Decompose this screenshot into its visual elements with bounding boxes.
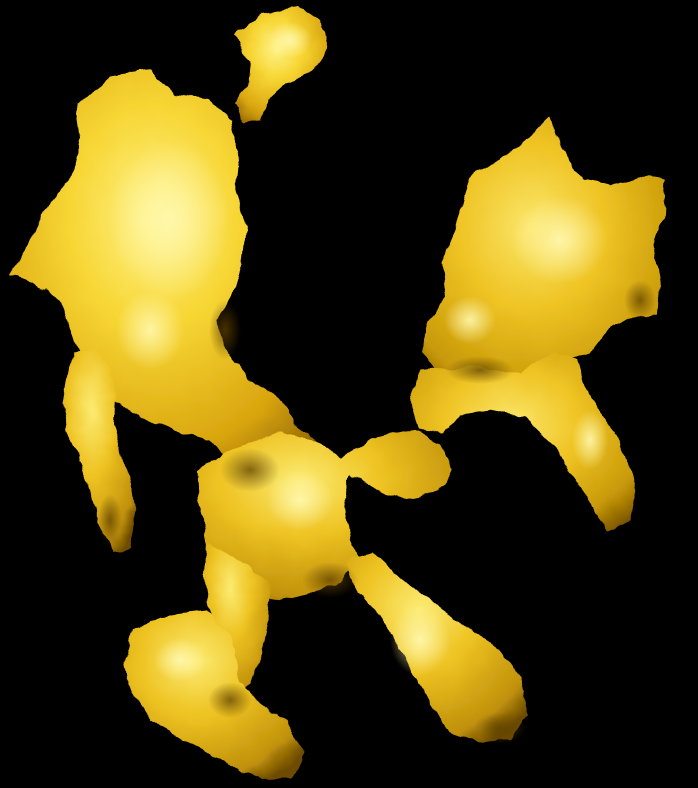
surface-shadows xyxy=(98,280,656,744)
surface-highlights xyxy=(110,22,608,682)
right-lower-arm xyxy=(410,352,636,530)
